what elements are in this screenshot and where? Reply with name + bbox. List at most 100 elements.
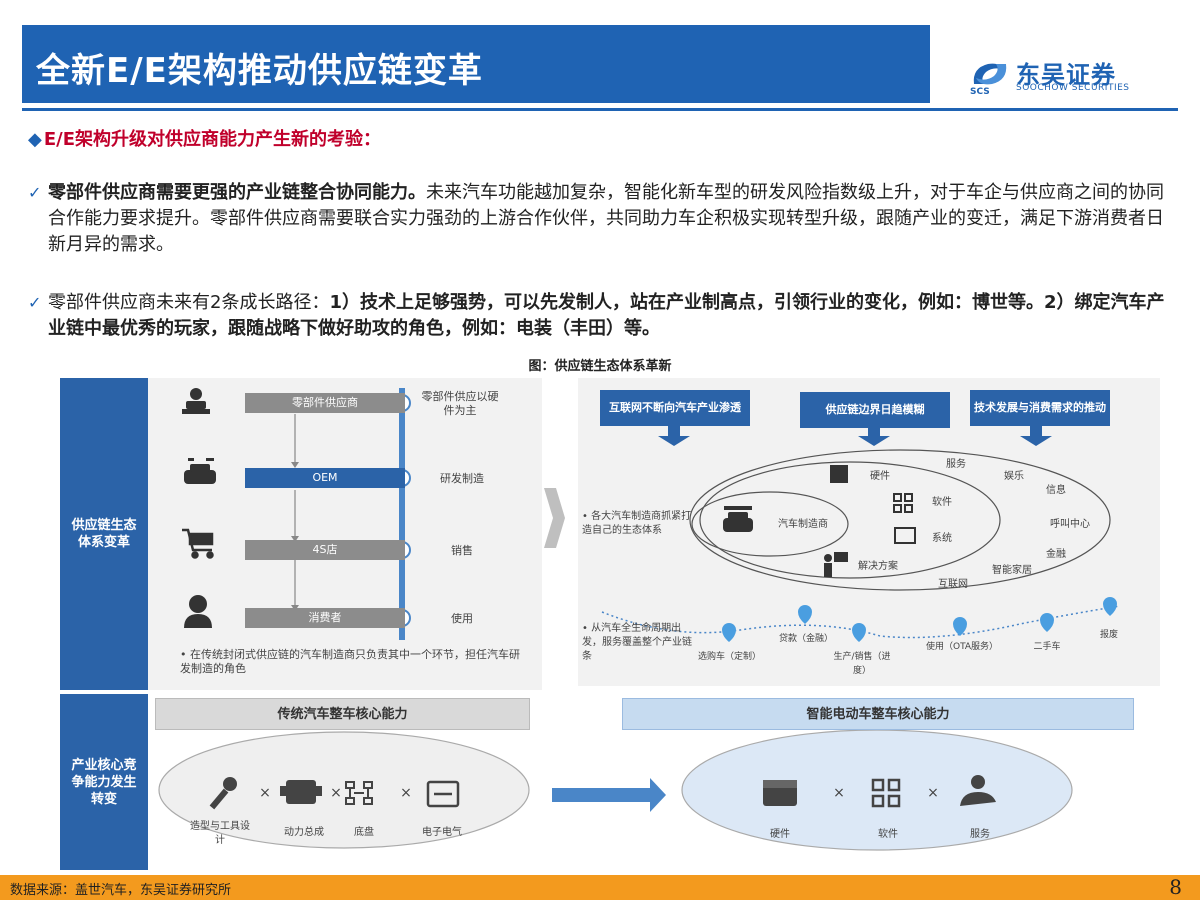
consumer-icon — [184, 595, 212, 628]
electronics-icon — [426, 780, 460, 808]
supplier-icon — [182, 388, 210, 414]
eco-item-callcenter: 呼叫中心 — [1050, 519, 1090, 530]
service-icon — [960, 775, 996, 806]
times-sign: × — [927, 785, 939, 801]
cap-left-3: 底盘 — [354, 827, 374, 838]
ecosystem-mid-ellipse — [699, 461, 1001, 579]
lifecycle-note: • 从汽车全生命周期出发，服务覆盖整个产业链条 — [582, 623, 692, 662]
cap-left-2: 动力总成 — [284, 827, 324, 838]
driver-box-tech: 技术发展与消费需求的推动 — [970, 390, 1110, 426]
wrench-icon — [209, 777, 237, 810]
times-sign: × — [330, 785, 342, 801]
eco-center-label: 汽车制造商 — [778, 519, 828, 530]
cap-right-1: 硬件 — [770, 829, 790, 840]
eco-note: • 各大汽车制造商抓紧打造自己的生态体系 — [582, 511, 692, 536]
section-heading: ◆E/E架构升级对供应商能力产生新的考验： — [28, 125, 381, 151]
eco-item-finance: 金融 — [1046, 549, 1066, 560]
chassis-icon — [345, 781, 373, 805]
engine-icon — [280, 780, 322, 804]
logo-mark-icon — [973, 63, 1007, 85]
car-icon — [184, 458, 216, 484]
driver-box-boundary: 供应链边界日趋模糊 — [800, 392, 950, 428]
chain-box-supplier: 零部件供应商 — [245, 393, 405, 413]
side-label-capability: 产业核心竞争能力发生转变 — [60, 694, 148, 870]
eco-item-internet: 互联网 — [938, 579, 968, 590]
checkmark-icon: ✓ — [28, 293, 42, 312]
location-pin-icon — [722, 597, 1117, 642]
chain-note: • 在传统封闭式供应链的汽车制造商只负责其中一个环节，担任汽车研发制造的角色 — [180, 648, 520, 675]
page-number: 8 — [1169, 875, 1182, 899]
software-icon — [871, 778, 901, 808]
transition-arrow-icon — [544, 488, 565, 548]
cart-icon — [182, 528, 214, 559]
side-label-ecosystem: 供应链生态体系变革 — [60, 378, 148, 690]
lifecycle-step-6: 报废 — [1099, 630, 1118, 640]
figure-caption: 图：供应链生态体系革新 — [528, 359, 672, 374]
bullet-item-1: ✓ 零部件供应商需要更强的产业链整合协同能力。未来汽车功能越加复杂，智能化新车型… — [28, 180, 1173, 258]
chain-desc-oem: 研发制造 — [440, 472, 484, 485]
times-sign: × — [833, 785, 845, 801]
times-sign: × — [400, 785, 412, 801]
eco-car-icon — [723, 506, 753, 532]
chain-box-oem: OEM — [245, 468, 405, 488]
chain-box-consumer: 消费者 — [245, 608, 405, 628]
eco-item-service: 服务 — [946, 459, 966, 470]
bullet1-text: 未来汽车功能越加复杂，智能化新车型的研发风险指数级上升，对于车企与供应商之间的协… — [48, 182, 1164, 255]
chip-icon — [830, 465, 848, 483]
logo-abbr: SCS — [970, 87, 990, 97]
checkmark-icon: ✓ — [28, 183, 42, 202]
driver-arrow-icon — [858, 428, 890, 446]
band-traditional: 传统汽车整车核心能力 — [155, 698, 530, 730]
eco-item-smarthome: 智能家居 — [992, 565, 1032, 576]
bullet2-bold: 1）技术上足够强势，可以先发制人，站在产业制高点，引领行业的变化，例如：博世等。… — [48, 292, 1165, 339]
diamond-bullet-icon: ◆ — [28, 129, 42, 150]
cap-right-2: 软件 — [878, 829, 898, 840]
hardware-icon — [763, 780, 797, 806]
lifecycle-path — [601, 605, 1121, 639]
chain-desc-consumer: 使用 — [451, 612, 473, 625]
band-smart: 智能电动车整车核心能力 — [622, 698, 1134, 730]
section-heading-text: E/E架构升级对供应商能力产生新的考验： — [43, 129, 382, 150]
supply-chain-figure: 供应链生态体系变革 产业核心竞争能力发生转变 零部件供应商 OEM 4S店 消费… — [60, 378, 1160, 870]
times-sign: × — [259, 785, 271, 801]
page-title: 全新E/E架构推动供应链变革 — [36, 51, 483, 91]
figure-graphics — [148, 378, 1160, 851]
title-rule — [22, 108, 1178, 111]
left-panel-bg — [148, 378, 542, 690]
eco-item-system: 系统 — [932, 533, 952, 544]
bullet1-bold: 零部件供应商需要更强的产业链整合协同能力。 — [48, 182, 426, 203]
eco-item-info: 信息 — [1046, 485, 1066, 496]
cap-left-4: 电子电气 — [422, 827, 462, 838]
driver-arrow-icon — [658, 426, 690, 446]
footer-bar: 数据来源：盖世汽车，东吴证券研究所 8 — [0, 875, 1200, 900]
chain-box-dealer: 4S店 — [245, 540, 405, 560]
logo-name-cn: 东吴证券 — [1016, 61, 1116, 89]
company-logo: SCS 东吴证券 SOOCHOW SECURITIES — [970, 55, 1170, 100]
lifecycle-step-3: 生产/销售（进度） — [833, 652, 891, 676]
eco-item-software: 软件 — [932, 497, 952, 508]
apps-icon — [893, 493, 913, 513]
lifecycle-step-4: 使用（OTA服务） — [926, 642, 999, 652]
presenter-icon — [824, 552, 848, 577]
bullet2-text: 零部件供应商未来有2条成长路径： — [48, 292, 330, 313]
eco-item-solution: 解决方案 — [858, 561, 898, 572]
logo-name-en: SOOCHOW SECURITIES — [1016, 83, 1130, 93]
driver-arrow-icon — [1020, 426, 1052, 446]
eco-item-entertainment: 娱乐 — [1004, 471, 1024, 482]
traditional-capability-ellipse — [158, 731, 530, 849]
data-source: 数据来源：盖世汽车，东吴证券研究所 — [10, 883, 232, 898]
lifecycle-step-5: 二手车 — [1033, 642, 1061, 652]
cap-right-3: 服务 — [970, 829, 990, 840]
eco-item-hardware: 硬件 — [870, 471, 890, 482]
ecosystem-outer-ellipse — [689, 449, 1111, 591]
ecosystem-inner-ellipse — [691, 491, 849, 557]
cap-left-1: 造型与工具设计 — [190, 821, 250, 846]
system-icon — [894, 527, 916, 544]
title-bar: 全新E/E架构推动供应链变革 — [22, 25, 930, 103]
chain-desc-dealer: 销售 — [451, 544, 473, 557]
transformation-arrow-icon — [552, 778, 666, 812]
lifecycle-step-1: 选购车（定制） — [698, 652, 762, 662]
bullet-item-2: ✓ 零部件供应商未来有2条成长路径：1）技术上足够强势，可以先发制人，站在产业制… — [28, 290, 1173, 342]
lifecycle-step-2: 贷款（金融） — [778, 634, 833, 644]
